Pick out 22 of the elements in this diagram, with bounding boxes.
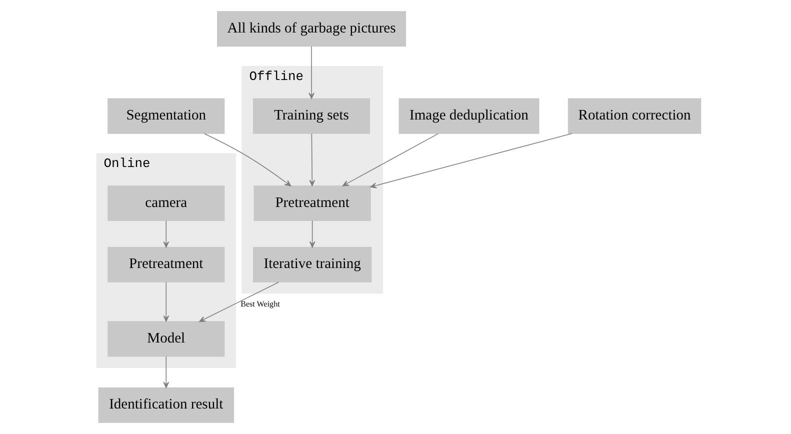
node-box: Training sets	[252, 98, 370, 134]
arrow	[163, 282, 170, 322]
arrow	[309, 133, 316, 186]
arrow	[308, 46, 314, 99]
node-box: Segmentation	[108, 98, 225, 134]
arrow	[163, 356, 170, 388]
node-box: Rotation correction	[568, 98, 702, 134]
node-box: Pretreatment	[254, 186, 371, 222]
node-box: Pretreatment	[108, 246, 225, 282]
arrow	[309, 220, 316, 248]
arrow	[199, 282, 280, 322]
arrow	[204, 133, 292, 186]
node-box: Model	[108, 321, 225, 357]
arrow	[163, 220, 170, 248]
node-box: Identification result	[98, 387, 234, 423]
arrow	[342, 133, 439, 186]
node-box: Image deduplication	[398, 98, 540, 134]
node-box: Iterative training	[252, 246, 372, 282]
edge-label: Best Weight	[240, 299, 280, 308]
node-box: All kinds of garbage pictures	[217, 11, 406, 47]
arrow	[370, 133, 572, 188]
node-box: camera	[108, 186, 225, 222]
